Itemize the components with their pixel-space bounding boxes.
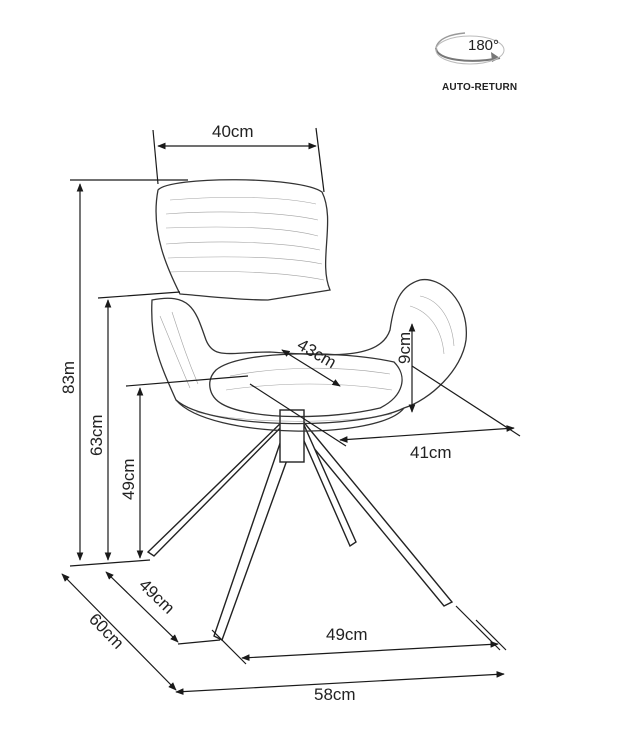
rotation-degrees: 180° [468,37,499,54]
auto-return-badge: 180° AUTO-RETURN [435,32,517,93]
label-base-width: 49cm [326,625,368,644]
fabric-texture [159,197,455,422]
chair-base [146,409,454,641]
label-overall-depth: 60cm [85,610,128,653]
label-seat-depth: 43cm [294,335,340,372]
label-overall-width: 58cm [314,685,356,704]
label-total-height: 83m [59,361,78,394]
rotate-arrow-icon [435,32,505,65]
dimension-lines [61,127,521,695]
label-armrest-height: 9cm [395,332,414,364]
chair-seat-cushion [209,353,403,418]
auto-return-label: AUTO-RETURN [442,82,517,93]
chair-illustration [146,179,467,641]
label-seat-width: 41cm [410,443,452,462]
label-seat-height: 49cm [119,458,138,500]
chair-backrest [155,179,331,301]
label-top-width: 40cm [212,122,254,141]
label-base-depth: 49cm [135,575,178,618]
label-armrest-floor-height: 63cm [87,414,106,456]
